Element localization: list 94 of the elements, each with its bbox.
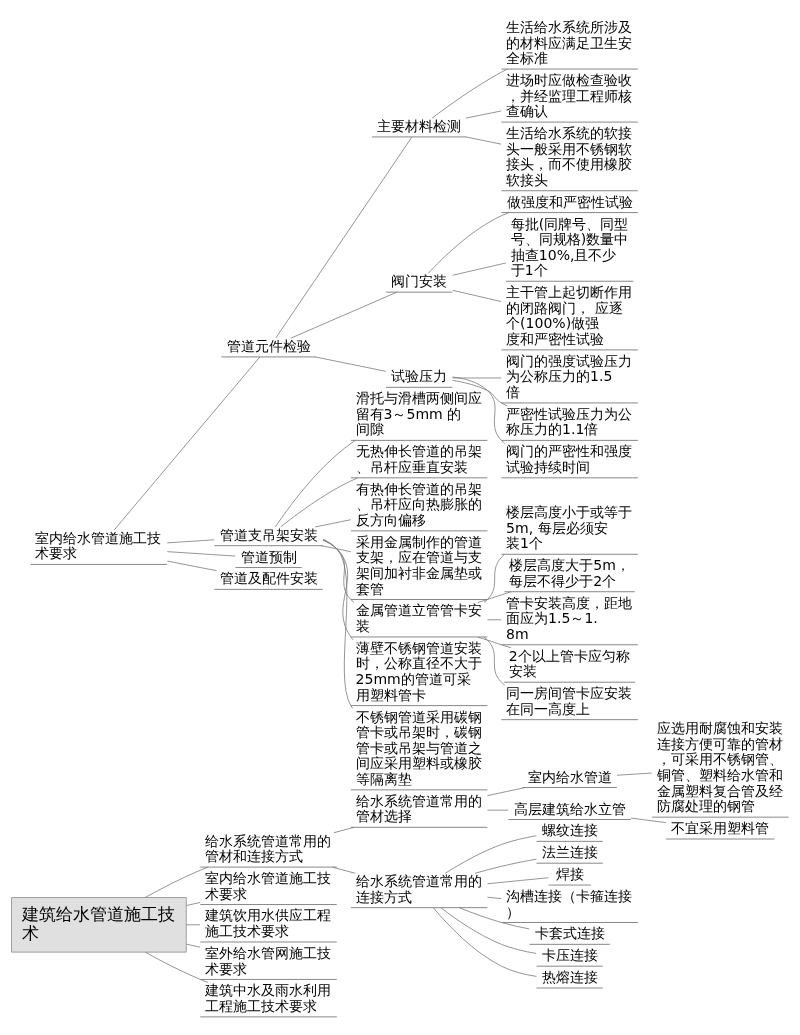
node-text: 给水系统管道常用的管材选择	[355, 792, 482, 824]
connector	[314, 518, 352, 527]
node-text: 焊接	[555, 865, 584, 882]
node-text: 滑托与滑槽两侧间应留有3～5mm 的间隙	[355, 389, 482, 437]
node-text: 生活给水系统所涉及的材料应满足卫生安全标准	[506, 18, 633, 66]
connector	[320, 544, 352, 552]
node-text: 同一房间管卡应安装在同一高度上	[506, 684, 633, 717]
connector	[444, 834, 537, 874]
connector	[440, 907, 537, 954]
connector	[113, 356, 261, 530]
node-text: 做强度和严密性试验	[506, 193, 633, 210]
connector	[275, 439, 356, 527]
connector	[280, 477, 359, 527]
connector	[487, 786, 526, 796]
node-text: 给水系统管道常用的连接方式	[355, 872, 482, 905]
connector	[451, 376, 506, 444]
connector	[465, 136, 502, 145]
node-text: 建筑中水及雨水利用工程施工技术要求	[204, 981, 331, 1014]
node-text: 进场时应做检查验收，并经监理工程师核查确认	[506, 71, 633, 119]
connector	[630, 817, 667, 823]
node-text: 主干管上起切断作用的闭路阀门， 应逐个(100%)做强度和严密性试验	[506, 283, 633, 347]
node-text: 高层建筑给水立管	[513, 800, 626, 817]
node-text: 热熔连接	[541, 968, 598, 985]
connector	[290, 291, 398, 338]
node-text: 管道预制	[240, 548, 297, 565]
connector	[166, 538, 215, 543]
node-text: 管道及配件安装	[219, 569, 318, 586]
connector	[474, 858, 537, 874]
node-text: 室内给水管道施工技术要求	[35, 529, 162, 561]
node-box: 建筑给水管道施工技术	[11, 896, 187, 952]
connector	[314, 356, 387, 372]
node-text: 楼层高度大于5m，每层不得少于2个	[509, 556, 630, 589]
connector	[322, 538, 354, 709]
node-text: 螺纹连接	[541, 821, 598, 838]
node-text: 楼层高度小于或等于5m, 每层必须安装1个	[506, 503, 633, 551]
node-text: 试验压力	[391, 367, 448, 384]
node-text: 无热伸长管道的吊架、吊杆应垂直安装	[355, 442, 482, 475]
node-text: 不宜采用塑料管	[671, 819, 770, 836]
node-text: 给水系统管道常用的管材和连接方式	[204, 832, 331, 864]
connector	[275, 136, 413, 338]
node-text: 沟槽连接（卡箍连接）	[506, 887, 633, 920]
node-text: 卡压连接	[541, 946, 598, 963]
connector	[322, 538, 354, 640]
node-text: 室内给水管道施工技术要求	[204, 869, 331, 902]
node-text: 管道支吊架安装	[219, 526, 318, 543]
node-text: 薄壁不锈钢管道安装时，公称直径不大于25mm的管道可采用塑料管卡	[355, 639, 482, 703]
node-text: 建筑饮用水供应工程施工技术要求	[204, 906, 331, 939]
connector	[186, 901, 201, 906]
node-text: 阀门的严密性和强度试验持续时间	[506, 442, 633, 475]
node-text: 阀门的强度试验压力为公称压力的1.5倍	[506, 352, 633, 400]
connector	[433, 907, 537, 977]
connector	[477, 590, 512, 603]
connector	[431, 68, 508, 118]
connector	[483, 553, 505, 603]
node-text: 2个以上管卡应匀称安装	[508, 647, 630, 679]
connector	[186, 923, 201, 925]
connector	[144, 866, 209, 898]
connector	[477, 636, 512, 648]
connector	[166, 560, 217, 571]
connector	[616, 772, 653, 776]
node-text: 采用金属制作的管道支架，应在管道与支架间加衬非金属垫或套管	[355, 533, 482, 597]
connector	[452, 289, 502, 302]
connector	[333, 826, 355, 833]
connector	[487, 896, 502, 899]
node-text: 管卡安装高度，距地面应为1.5～1.8m	[506, 594, 633, 642]
node-text: 主要材料检测	[377, 117, 462, 134]
connector	[452, 379, 508, 406]
connector	[186, 943, 201, 948]
node-text: 有热伸长管道的吊架、吊杆应向热膨胀的反方向偏移	[355, 480, 482, 528]
connector	[483, 636, 506, 685]
connector	[452, 377, 502, 378]
connector	[452, 262, 507, 276]
connector	[487, 876, 549, 884]
node-text: 每批(同牌号、同型号、同规格)数量中抽查10%,且不少于1个	[510, 215, 629, 278]
connector	[458, 906, 530, 929]
node-text: 生活给水系统的软接头一般采用不锈钢软接头，而不使用橡胶软接头	[506, 124, 633, 188]
node-text: 金属管道立管管卡安装	[355, 601, 482, 634]
node-text: 应选用耐腐蚀和安装连接方便可靠的管材，可采用不锈钢管、铜管、塑料给水管和金属塑料复合管及经防腐处理的钢管	[656, 719, 783, 814]
connector	[144, 951, 209, 983]
node-text: 卡套式连接	[534, 924, 605, 941]
node-text: 不锈钢管道采用碳钢管卡或吊架时，碳钢管卡或吊架与管道之间应采用塑料或橡胶等隔离垫	[355, 708, 482, 787]
connector	[322, 539, 355, 603]
node-text: 管道元件检验	[226, 337, 311, 354]
node-text: 法兰连接	[541, 843, 598, 860]
connector	[487, 809, 509, 811]
connector	[332, 866, 356, 874]
connector	[465, 110, 502, 119]
node-text: 室内给水管道	[527, 768, 612, 785]
node-text: 室外给水管网施工技术要求	[204, 944, 331, 977]
connector	[166, 550, 236, 556]
connector	[487, 618, 502, 620]
node-text: 严密性试验压力为公称压力的1.1倍	[506, 405, 633, 437]
node-text: 阀门安装	[391, 272, 448, 289]
connector	[427, 211, 510, 274]
